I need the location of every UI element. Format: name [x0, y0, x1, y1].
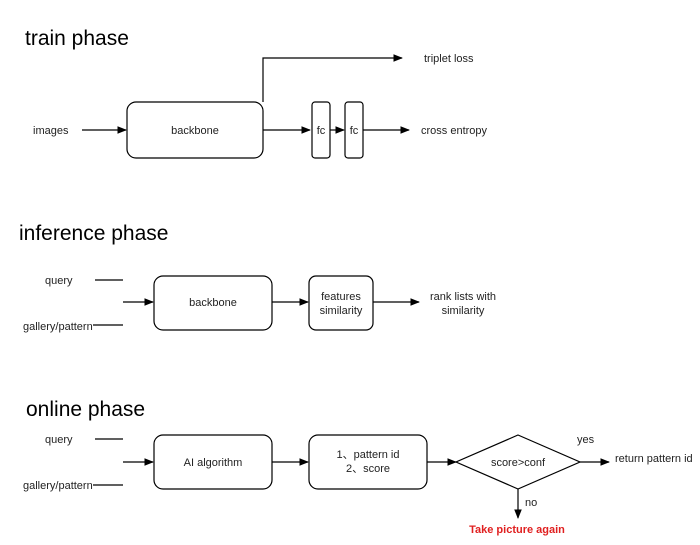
similarity-label: similarity [320, 305, 363, 317]
arrow-backbone-triplet [262, 54, 403, 102]
decision-label: score>conf [491, 457, 546, 469]
online-query-label: query [45, 434, 73, 446]
retry-label: Take picture again [469, 524, 565, 536]
features-similarity-box [308, 275, 374, 331]
ai-algorithm-label: AI algorithm [184, 457, 243, 469]
return-pattern-label: return pattern id [615, 453, 693, 465]
inference-backbone-label: backbone [189, 297, 237, 309]
yes-label: yes [577, 434, 595, 446]
inference-backbone-box [153, 275, 273, 331]
features-label: features [321, 291, 361, 303]
cross-entropy-label: cross entropy [421, 125, 488, 137]
train-phase-title: train phase [25, 27, 129, 50]
online-phase-title: online phase [26, 398, 145, 421]
train-backbone-label: backbone [171, 125, 219, 137]
fc2-label: fc [350, 125, 359, 137]
fc1-label: fc [317, 125, 326, 137]
triplet-loss-label: triplet loss [424, 53, 474, 65]
inference-gallery-label: gallery/pattern [23, 321, 93, 333]
rank-similarity-label: similarity [442, 305, 485, 317]
pattern-id-label: 1、pattern id [337, 449, 400, 461]
no-label: no [525, 497, 537, 509]
online-gallery-label: gallery/pattern [23, 480, 93, 492]
rank-lists-label: rank lists with [430, 291, 496, 303]
train-input-label: images [33, 125, 69, 137]
score-label: 2、score [346, 463, 390, 475]
inference-query-label: query [45, 275, 73, 287]
result-box [308, 434, 428, 490]
inference-phase-title: inference phase [19, 222, 168, 245]
